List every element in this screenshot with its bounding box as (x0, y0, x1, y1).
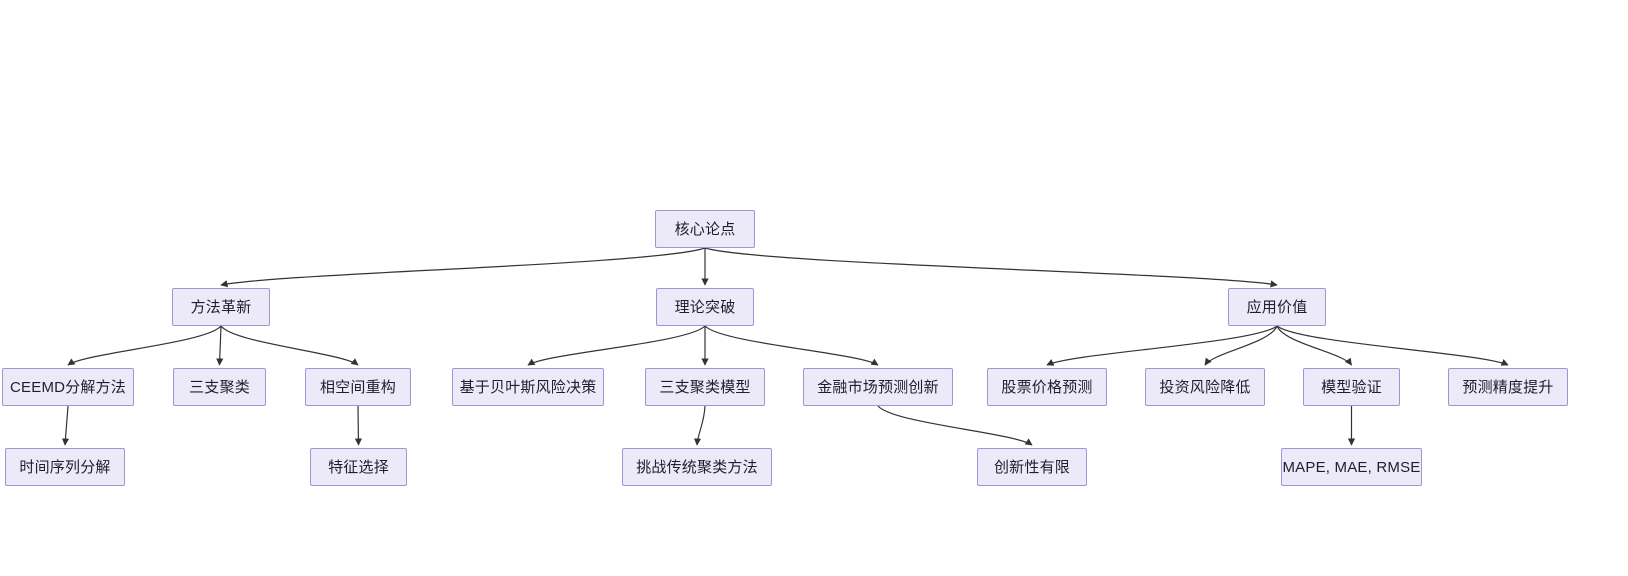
node-label: 三支聚类 (189, 378, 250, 396)
flowchart-node-c7[interactable]: 股票价格预测 (987, 368, 1107, 406)
flowchart-edge-m3-to-c10 (1276, 325, 1509, 366)
node-label: 基于贝叶斯风险决策 (459, 378, 597, 396)
flowchart-node-root[interactable]: 核心论点 (655, 210, 755, 248)
node-label: 股票价格预测 (1001, 378, 1093, 396)
node-label: MAPE, MAE, RMSE (1282, 458, 1421, 476)
node-label: 特征选择 (328, 458, 389, 476)
flowchart-edge-root-to-m3 (704, 247, 1278, 288)
node-label: 方法革新 (190, 298, 252, 316)
flowchart-node-c9[interactable]: 模型验证 (1303, 368, 1400, 406)
flowchart-node-d1[interactable]: 时间序列分解 (5, 448, 125, 486)
flowchart-node-c8[interactable]: 投资风险降低 (1145, 368, 1265, 406)
flowchart-node-d4[interactable]: 创新性有限 (977, 448, 1087, 486)
flowchart-node-d2[interactable]: 特征选择 (310, 448, 407, 486)
flowchart-node-c6[interactable]: 金融市场预测创新 (803, 368, 953, 406)
flowchart-edge-root-to-m1 (220, 247, 706, 288)
flowchart-node-c1[interactable]: CEEMD分解方法 (2, 368, 134, 406)
flowchart-node-m2[interactable]: 理论突破 (656, 288, 754, 326)
node-label: 金融市场预测创新 (817, 378, 939, 396)
flowchart-edge-m2-to-c6 (704, 325, 879, 366)
flowchart-edge-c5-to-d3 (693, 405, 706, 446)
flowchart-edge-c3-to-d2 (354, 405, 363, 446)
flowchart-node-c10[interactable]: 预测精度提升 (1448, 368, 1568, 406)
flowchart-edge-c6-to-d4 (877, 405, 1033, 446)
node-label: 创新性有限 (993, 458, 1070, 476)
flowchart-edge-m1-to-c1 (67, 325, 222, 366)
flowchart-node-c4[interactable]: 基于贝叶斯风险决策 (452, 368, 604, 406)
node-label: 投资风险降低 (1159, 378, 1251, 396)
node-label: 挑战传统聚类方法 (636, 458, 758, 476)
flowchart-node-d3[interactable]: 挑战传统聚类方法 (622, 448, 772, 486)
node-label: 应用价值 (1246, 298, 1308, 316)
flowchart-node-c3[interactable]: 相空间重构 (305, 368, 411, 406)
edge-group (61, 247, 1509, 446)
node-label: 核心论点 (674, 220, 736, 238)
flowchart-edge-m1-to-c3 (220, 325, 359, 366)
node-label: 时间序列分解 (19, 458, 111, 476)
flowchart-node-d5[interactable]: MAPE, MAE, RMSE (1281, 448, 1422, 486)
flowchart-edge-m3-to-c7 (1046, 325, 1278, 366)
node-label: 三支聚类模型 (659, 378, 751, 396)
flowchart-edge-m3-to-c8 (1204, 325, 1278, 366)
flowchart-edge-m3-to-c9 (1276, 325, 1352, 366)
flowchart-node-c2[interactable]: 三支聚类 (173, 368, 266, 406)
flowchart-node-m1[interactable]: 方法革新 (172, 288, 270, 326)
flowchart-node-c5[interactable]: 三支聚类模型 (645, 368, 765, 406)
node-label: 预测精度提升 (1462, 378, 1554, 396)
flowchart-edge-m1-to-c2 (216, 325, 224, 366)
flowchart-edge-c1-to-d1 (61, 405, 70, 446)
node-label: 相空间重构 (319, 378, 396, 396)
node-label: 理论突破 (674, 298, 736, 316)
flowchart-node-m3[interactable]: 应用价值 (1228, 288, 1326, 326)
node-label: 模型验证 (1321, 378, 1382, 396)
flowchart-edge-m2-to-c4 (527, 325, 706, 366)
node-label: CEEMD分解方法 (10, 378, 126, 396)
